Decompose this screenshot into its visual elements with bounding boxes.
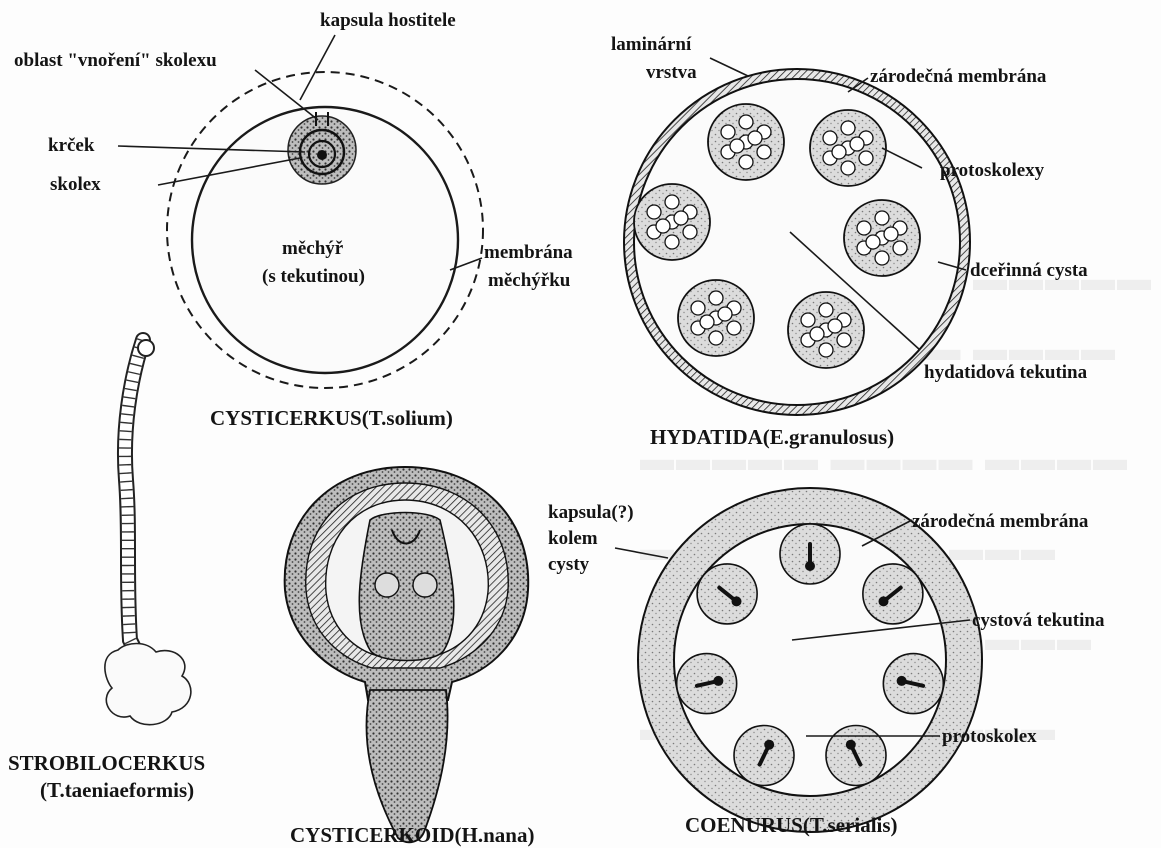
protoscolex-bud bbox=[721, 125, 735, 139]
label-coenurus-capsule-line1: kapsula(?) bbox=[548, 502, 634, 523]
protoscolex-bud bbox=[709, 291, 723, 305]
cysticercoid-figure: CYSTICERKOID(H.nana) bbox=[285, 467, 535, 847]
protoscolex-bud bbox=[674, 211, 688, 225]
protoscolex-bud bbox=[665, 235, 679, 249]
label-scolex: skolex bbox=[50, 174, 101, 195]
protoscolex-bud bbox=[875, 251, 889, 265]
label-hydatid-fluid: hydatidová tekutina bbox=[924, 362, 1088, 383]
label-laminar-line1: laminární bbox=[611, 34, 692, 55]
protoscolex-bud bbox=[656, 219, 670, 233]
protoscolex-bud bbox=[727, 321, 741, 335]
protoscolex-bud bbox=[884, 227, 898, 241]
cysticercus-figure: kapsula hostitele oblast "vnoření" skole… bbox=[14, 10, 573, 430]
label-daughter-cyst: dceřinná cysta bbox=[970, 260, 1088, 281]
label-coenurus-capsule-line3: cysty bbox=[548, 554, 590, 575]
protoscolex-bud bbox=[841, 121, 855, 135]
protoscolex-bud bbox=[850, 137, 864, 151]
coenurus-scolex-head bbox=[897, 676, 907, 686]
label-invagination-area: oblast "vnoření" skolexu bbox=[14, 50, 217, 71]
strobilocercus-bladder bbox=[105, 644, 191, 725]
hydatid-figure: laminární vrstva zárodečná membrána prot… bbox=[611, 34, 1088, 449]
protoscolex-bud bbox=[823, 131, 837, 145]
protoscolex-bud bbox=[875, 211, 889, 225]
protoscolex-bud bbox=[801, 313, 815, 327]
caption-strobilocercus-line2: (T.taeniaeformis) bbox=[40, 778, 194, 802]
protoscolex-bud bbox=[893, 241, 907, 255]
label-neck: krček bbox=[48, 135, 95, 156]
label-bladder-membrane-line2: měchýřku bbox=[488, 270, 571, 291]
label-laminar-line2: vrstva bbox=[646, 62, 697, 83]
label-protoscolex: protoskolex bbox=[942, 726, 1037, 747]
label-germinal-membrane: zárodečná membrána bbox=[870, 66, 1047, 87]
protoscolex-bud bbox=[859, 151, 873, 165]
caption-cysticercus: CYSTICERKUS(T.solium) bbox=[210, 406, 453, 430]
label-bladder-membrane-line1: membrána bbox=[484, 242, 573, 263]
protoscolex-bud bbox=[683, 225, 697, 239]
protoscolex-bud bbox=[739, 155, 753, 169]
cysticercoid-scolex bbox=[359, 513, 454, 661]
strobilocercus-figure: STROBILOCERKUS (T.taeniaeformis) bbox=[8, 340, 205, 802]
label-cyst-fluid: cystová tekutina bbox=[972, 610, 1105, 631]
cysticercoid-tail bbox=[366, 690, 447, 842]
protoscolex-bud bbox=[757, 145, 771, 159]
protoscolex-bud bbox=[748, 131, 762, 145]
label-bladder-line2: (s tekutinou) bbox=[262, 266, 365, 287]
coenurus-scolex-head bbox=[764, 740, 774, 750]
protoscolex-bud bbox=[730, 139, 744, 153]
protoscolex-bud bbox=[857, 221, 871, 235]
coenurus-scolex-head bbox=[732, 596, 742, 606]
caption-hydatid: HYDATIDA(E.granulosus) bbox=[650, 425, 894, 449]
caption-cysticercoid: CYSTICERKOID(H.nana) bbox=[290, 823, 534, 847]
coenurus-scolex-head bbox=[713, 676, 723, 686]
label-protoscolices: protoskolexy bbox=[940, 160, 1045, 181]
coenurus-scolex-head bbox=[878, 596, 888, 606]
caption-coenurus: COENURUS(T.serialis) bbox=[685, 813, 898, 837]
protoscolex-bud bbox=[665, 195, 679, 209]
label-coenurus-germinal-membrane: zárodečná membrána bbox=[912, 511, 1089, 532]
protoscolex-bud bbox=[837, 333, 851, 347]
protoscolex-bud bbox=[700, 315, 714, 329]
label-host-capsule: kapsula hostitele bbox=[320, 10, 456, 31]
caption-strobilocercus-line1: STROBILOCERKUS bbox=[8, 751, 205, 775]
strobilocercus-scolex bbox=[138, 340, 154, 356]
protoscolex-bud bbox=[810, 327, 824, 341]
label-bladder-line1: měchýř bbox=[282, 238, 344, 259]
protoscolex-bud bbox=[819, 343, 833, 357]
protoscolex-bud bbox=[828, 319, 842, 333]
protoscolex-bud bbox=[819, 303, 833, 317]
label-coenurus-capsule-line2: kolem bbox=[548, 528, 598, 549]
protoscolex-bud bbox=[832, 145, 846, 159]
coenurus-scolex-head bbox=[805, 561, 815, 571]
protoscolex-bud bbox=[709, 331, 723, 345]
protoscolex-bud bbox=[739, 115, 753, 129]
coenurus-scolex-head bbox=[846, 740, 856, 750]
protoscolex-bud bbox=[691, 301, 705, 315]
protoscolex-bud bbox=[866, 235, 880, 249]
protoscolex-bud bbox=[718, 307, 732, 321]
protoscolex-bud bbox=[647, 205, 661, 219]
protoscolex-bud bbox=[841, 161, 855, 175]
